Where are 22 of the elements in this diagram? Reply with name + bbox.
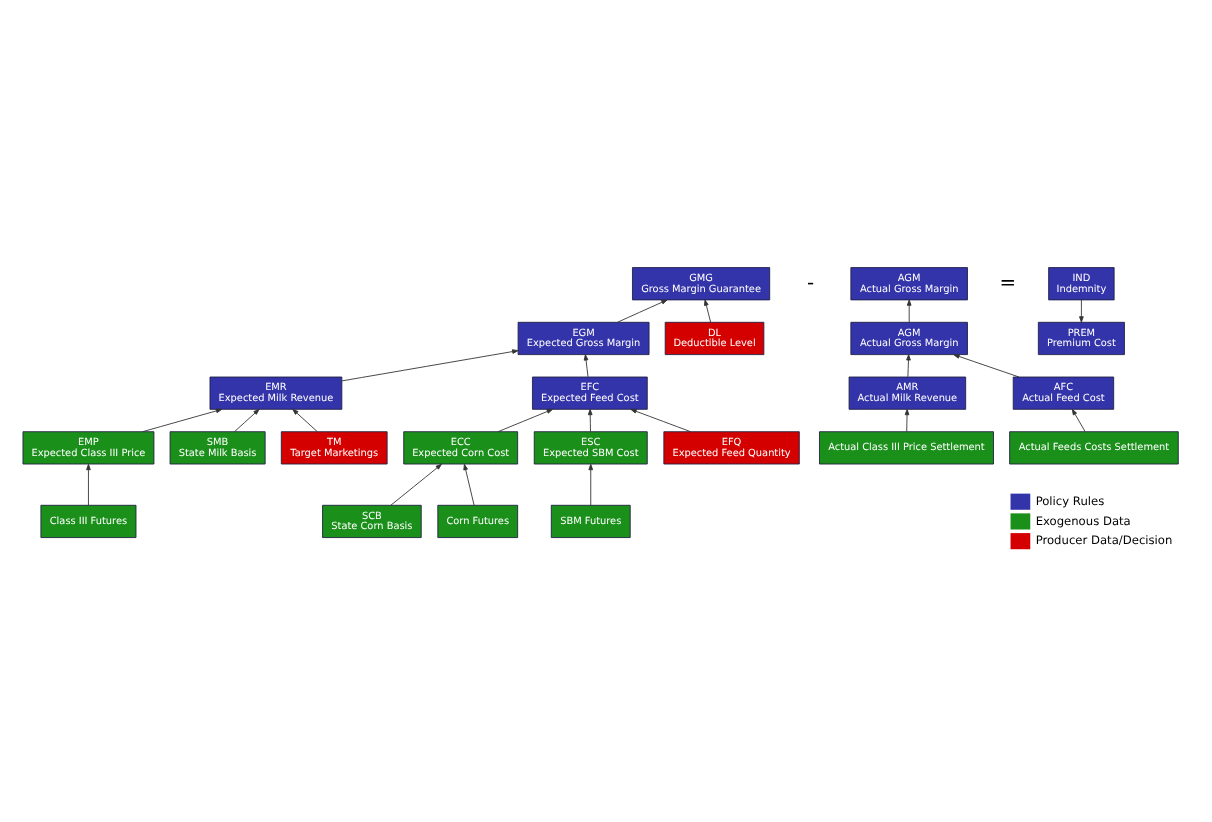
arrow: [583, 353, 589, 377]
arrow: [906, 353, 911, 377]
arrow: [142, 407, 223, 432]
label: =: [999, 271, 1017, 294]
arrow: [341, 348, 519, 381]
arrow: [904, 407, 910, 431]
arrow: [390, 462, 442, 505]
arrow: [86, 462, 91, 505]
arrow: [953, 353, 1020, 377]
arrow: [588, 462, 594, 505]
arrow: [630, 407, 692, 432]
arrow: [704, 298, 712, 322]
arrow: [1079, 298, 1084, 322]
arrow: [906, 298, 912, 322]
arrow: [617, 298, 668, 322]
arrow: [234, 407, 260, 431]
arrow: [587, 407, 593, 431]
arrow: [1071, 407, 1086, 431]
arrow: [497, 407, 553, 432]
label: -: [806, 271, 815, 294]
arrow: [292, 407, 318, 431]
arrow: [463, 462, 475, 505]
